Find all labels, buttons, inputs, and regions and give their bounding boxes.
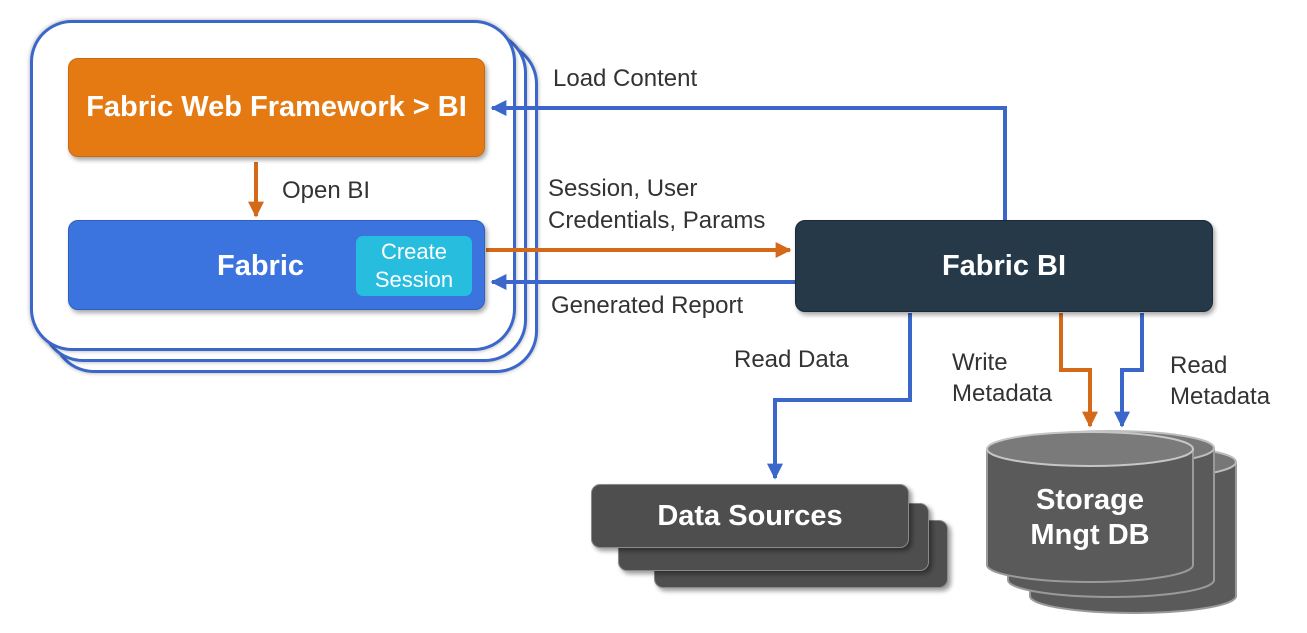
create-session-box: Create Session <box>356 236 472 296</box>
read-data-label: Read Data <box>734 346 849 373</box>
create-session-label: Create Session <box>374 239 454 292</box>
open-bi-label: Open BI <box>282 177 371 204</box>
read-metadata-arrow <box>1114 313 1144 428</box>
generated-report-label: Generated Report <box>551 292 744 319</box>
read-metadata-label-line2: Metadata <box>1170 383 1271 410</box>
fabric-web-framework-label: Fabric Web Framework > BI <box>86 91 467 123</box>
fabric-web-framework-box: Fabric Web Framework > BI <box>68 58 485 157</box>
fabric-bi-label: Fabric BI <box>941 249 1067 282</box>
read-metadata-label-line1: Read <box>1170 352 1228 379</box>
load-content-label: Load Content <box>553 65 698 92</box>
load-content-arrow <box>490 100 1007 220</box>
read-data-arrow <box>767 313 912 480</box>
storage-cylinder-front <box>986 431 1194 583</box>
data-sources-label: Data Sources <box>657 499 843 532</box>
session-label-line2: Credentials, Params <box>548 207 766 234</box>
write-metadata-label-line1: Write <box>952 349 1008 376</box>
data-sources-box: Data Sources <box>591 484 909 548</box>
write-metadata-arrow <box>1059 313 1098 428</box>
fabric-label: Fabric <box>217 250 305 282</box>
storage-mngt-db-label: Storage Mngt DB <box>1030 484 1150 551</box>
session-label-line1: Session, User <box>548 175 698 202</box>
fabric-bi-box: Fabric BI <box>795 220 1213 312</box>
write-metadata-label-line2: Metadata <box>952 380 1053 407</box>
